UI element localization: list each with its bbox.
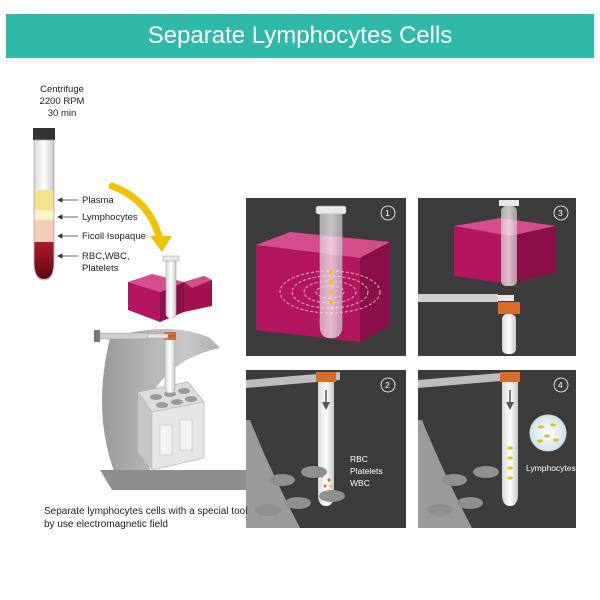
syringe <box>94 330 176 342</box>
panel-2-platelets: Platelets <box>350 466 383 476</box>
caption-line1: Separate lymphocytes cells with a specia… <box>44 506 248 517</box>
centrifuge-line1: Centrifuge <box>40 84 84 95</box>
panel-2-wbc: WBC <box>350 478 370 488</box>
panel-4-number: 4 <box>558 380 563 390</box>
title-banner: Separate Lymphocytes Cells <box>6 14 594 58</box>
panel-1-number: 1 <box>385 208 390 218</box>
tube-rack <box>137 381 205 471</box>
panel-2-number: 2 <box>385 380 390 390</box>
tube-cap <box>33 128 55 140</box>
lymphocyte-layer <box>34 210 54 220</box>
panel-4 <box>418 370 576 528</box>
label-ficoll: Ficoll Isopaque <box>82 231 146 242</box>
caption: Separate lymphocytes cells with a specia… <box>44 505 284 531</box>
centrifuge-line2: 2200 RPM <box>39 96 85 107</box>
panel-4-lymphocytes: Lymphocytes <box>526 463 576 473</box>
plasma-layer <box>34 190 54 210</box>
panel-3-number: 3 <box>558 208 563 218</box>
magnifier-circle <box>529 414 567 452</box>
centrifuge-label: Centrifuge 2200 RPM 30 min <box>26 84 98 120</box>
label-plasma: Plasma <box>82 195 114 206</box>
panel-1 <box>246 198 406 356</box>
yellow-curved-arrow <box>108 182 172 252</box>
centrifuge-line3: 30 min <box>47 108 77 119</box>
rbc-layer <box>34 242 54 279</box>
page-title: Separate Lymphocytes Cells <box>147 22 453 49</box>
ficoll-layer <box>34 220 54 242</box>
label-rbc-line1: RBC,WBC, <box>82 251 130 262</box>
centrifuged-tube <box>33 128 55 281</box>
label-rbc-line2: Platelets <box>82 263 119 274</box>
label-lymphocytes: Lymphocytes <box>82 212 138 223</box>
separation-apparatus <box>94 255 268 490</box>
panel-2-rbc: RBC <box>350 454 368 464</box>
caption-line2: by use electromagnetic field <box>44 519 168 530</box>
label-rbc: RBC,WBC, Platelets <box>82 251 130 275</box>
panel-3 <box>418 198 576 356</box>
layer-arrows <box>57 197 78 259</box>
panel-2 <box>246 370 406 528</box>
stand-base <box>100 470 262 490</box>
